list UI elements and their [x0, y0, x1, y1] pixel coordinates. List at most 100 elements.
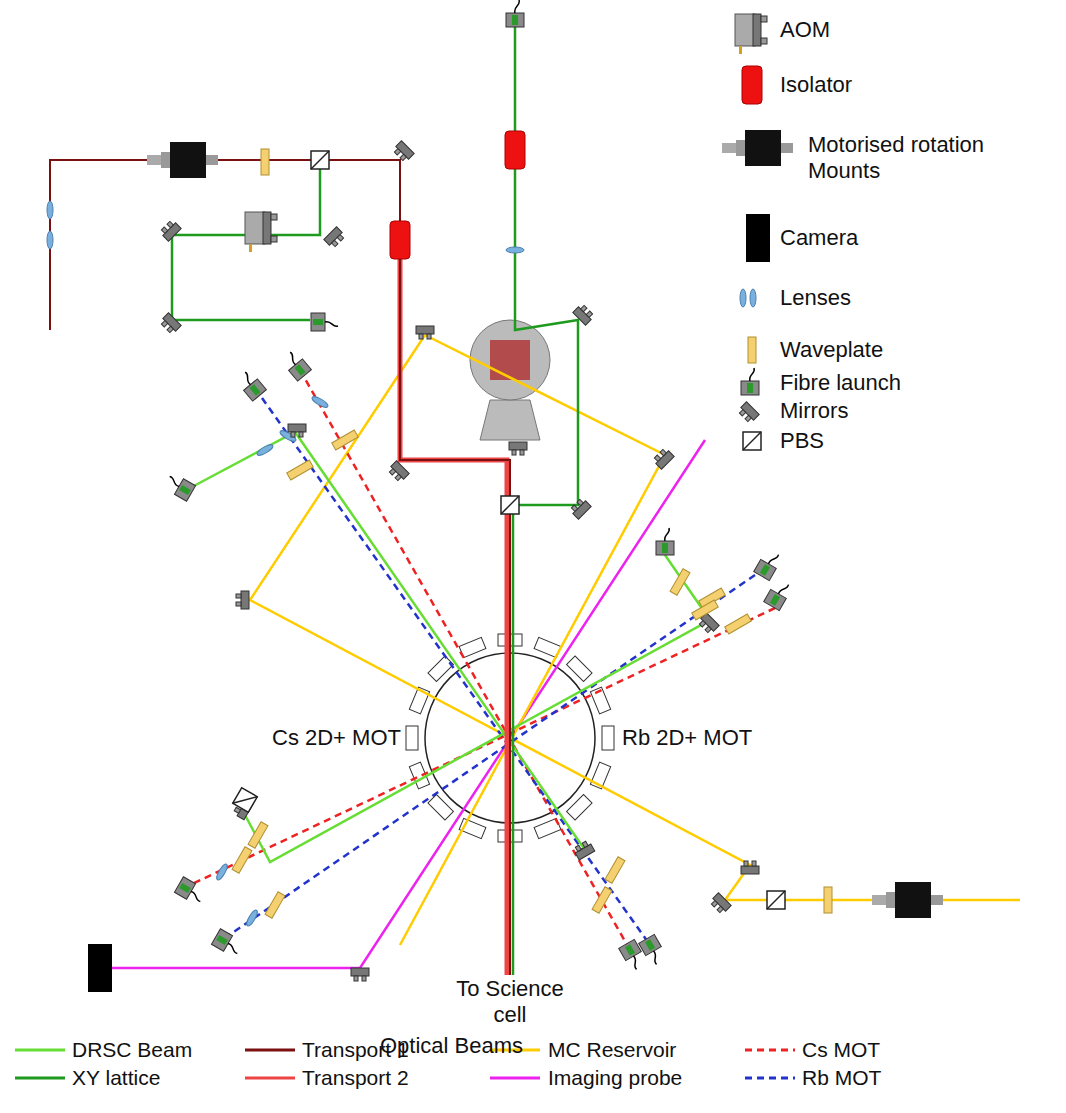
- legend-line-sample: [245, 1077, 295, 1080]
- isolator-symbol: [742, 66, 762, 104]
- fibre-launch-symbol: [754, 548, 783, 580]
- legend-text: PBS: [780, 428, 824, 454]
- mirror-symbol: [569, 497, 591, 519]
- lens-symbol: [506, 247, 524, 253]
- legend-line-sample: [15, 1049, 65, 1052]
- rotation-mount-symbol: [872, 882, 943, 918]
- transport-2-beam: [400, 240, 507, 975]
- lens-symbol: [47, 231, 53, 249]
- pbs-symbol: [501, 496, 519, 514]
- mirror-symbol: [741, 861, 759, 874]
- coil-block: [602, 726, 614, 750]
- cell-window: [490, 340, 530, 380]
- mirror-symbol: [709, 893, 731, 915]
- legend-text: Rb MOT: [802, 1065, 881, 1090]
- legend-text: Mirrors: [780, 398, 848, 424]
- glass-cell: [470, 320, 550, 400]
- legend-heading: Optical Beams: [380, 1032, 523, 1058]
- coil-block: [567, 656, 592, 681]
- mirror-symbol: [324, 227, 346, 249]
- mirror-symbol: [392, 141, 414, 163]
- waveplate-symbol: [605, 857, 625, 884]
- mirror-symbol: [387, 461, 409, 483]
- mirror-symbol: [236, 591, 249, 609]
- lens-symbol: [245, 909, 259, 928]
- waveplate-symbol: [261, 149, 269, 175]
- pbs-symbol: [743, 432, 761, 450]
- waveplate-symbol: [232, 847, 252, 874]
- fibre-launch-symbol: [656, 528, 674, 555]
- coil-block: [406, 726, 418, 750]
- cell-neck: [480, 400, 540, 440]
- legend-line-sample: [15, 1077, 65, 1080]
- coil-block: [567, 795, 592, 820]
- xy-lattice-beam: [172, 160, 320, 320]
- rotation-mount-symbol: [147, 142, 218, 178]
- aom-symbol: [735, 14, 767, 54]
- legend-text: MC Reservoir: [548, 1037, 676, 1062]
- isolator-symbol: [505, 131, 525, 169]
- waveplate-symbol: [748, 337, 756, 363]
- waveplate-symbol: [265, 892, 285, 919]
- lens-symbol: [311, 395, 330, 409]
- legend-text: DRSC Beam: [72, 1037, 192, 1062]
- legend-text: Transport 2: [302, 1065, 409, 1090]
- legend-text: Motorised rotation Mounts: [808, 132, 1043, 185]
- mirror-symbol: [159, 219, 181, 241]
- region-label: To Science cell: [450, 976, 570, 1029]
- mirror-symbol: [737, 402, 759, 424]
- legend-line-sample: [245, 1049, 295, 1052]
- imaging-probe-beam: [112, 440, 705, 968]
- aom-symbol: [245, 212, 277, 252]
- coil-block: [428, 656, 453, 681]
- fibre-launch-symbol: [639, 934, 668, 966]
- mirror-symbol: [509, 442, 527, 455]
- mirror-symbol: [416, 326, 434, 339]
- legend-text: Waveplate: [780, 337, 883, 363]
- legend-text: XY lattice: [72, 1065, 160, 1090]
- waveplate-symbol: [287, 460, 314, 480]
- waveplate-symbol: [824, 887, 832, 913]
- fibre-launch-symbol: [280, 349, 311, 381]
- fibre-launch-symbol: [764, 578, 793, 610]
- mirror-symbol: [573, 303, 595, 325]
- transport-1-beam: [50, 160, 510, 975]
- waveplate-symbol: [248, 822, 268, 849]
- xy-lattice-beam: [512, 510, 515, 975]
- lens-symbol: [750, 289, 756, 307]
- isolator-symbol: [390, 221, 410, 259]
- waveplate-symbol: [692, 600, 719, 620]
- coil-block: [428, 795, 453, 820]
- mirror-symbol: [159, 313, 181, 335]
- region-label: Cs 2D+ MOT: [272, 725, 401, 751]
- fibre-launch-symbol: [741, 368, 759, 395]
- waveplate-symbol: [332, 430, 359, 450]
- fibre-launch-symbol: [311, 313, 338, 331]
- legend-line-sample: [745, 1077, 795, 1080]
- mirror-symbol: [573, 840, 595, 860]
- legend-text: Lenses: [780, 285, 851, 311]
- pbs-symbol: [311, 151, 329, 169]
- lens-symbol: [47, 201, 53, 219]
- legend-text: AOM: [780, 17, 830, 43]
- waveplate-symbol: [592, 887, 612, 914]
- legend-text: Imaging probe: [548, 1065, 682, 1090]
- legend-text: Fibre launch: [780, 370, 901, 396]
- legend-line-sample: [745, 1049, 795, 1052]
- drsc-beam: [190, 432, 585, 850]
- camera-symbol: [746, 214, 770, 262]
- pbs-symbol: [233, 788, 258, 813]
- rb-mot-beam: [262, 398, 650, 945]
- waveplate-symbol: [670, 569, 690, 596]
- fibre-launch-symbol: [163, 472, 195, 501]
- mirror-symbol: [351, 968, 369, 981]
- fibre-launch-symbol: [506, 0, 524, 27]
- region-label: Rb 2D+ MOT: [622, 725, 752, 751]
- lens-symbol: [256, 443, 275, 457]
- mirror-symbol: [652, 447, 674, 469]
- rb-mot-beam: [222, 575, 755, 940]
- legend-text: Cs MOT: [802, 1037, 880, 1062]
- fibre-launch-symbol: [174, 877, 206, 906]
